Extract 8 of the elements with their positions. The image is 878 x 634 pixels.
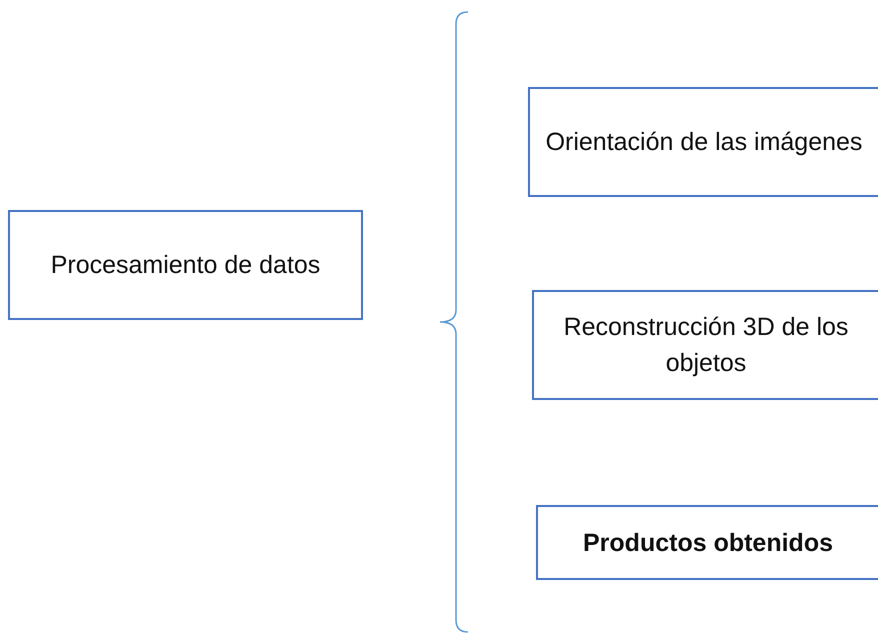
box-label: Orientación de las imágenes	[544, 127, 864, 158]
process-box	[528, 87, 878, 197]
process-box	[8, 210, 363, 320]
process-box	[532, 290, 878, 400]
box-label: Productos obtenidos	[582, 528, 834, 558]
box-label: Reconstrucción 3D de los objetos	[562, 312, 850, 379]
process-box	[536, 505, 878, 580]
box-label: Procesamiento de datos	[50, 250, 322, 281]
